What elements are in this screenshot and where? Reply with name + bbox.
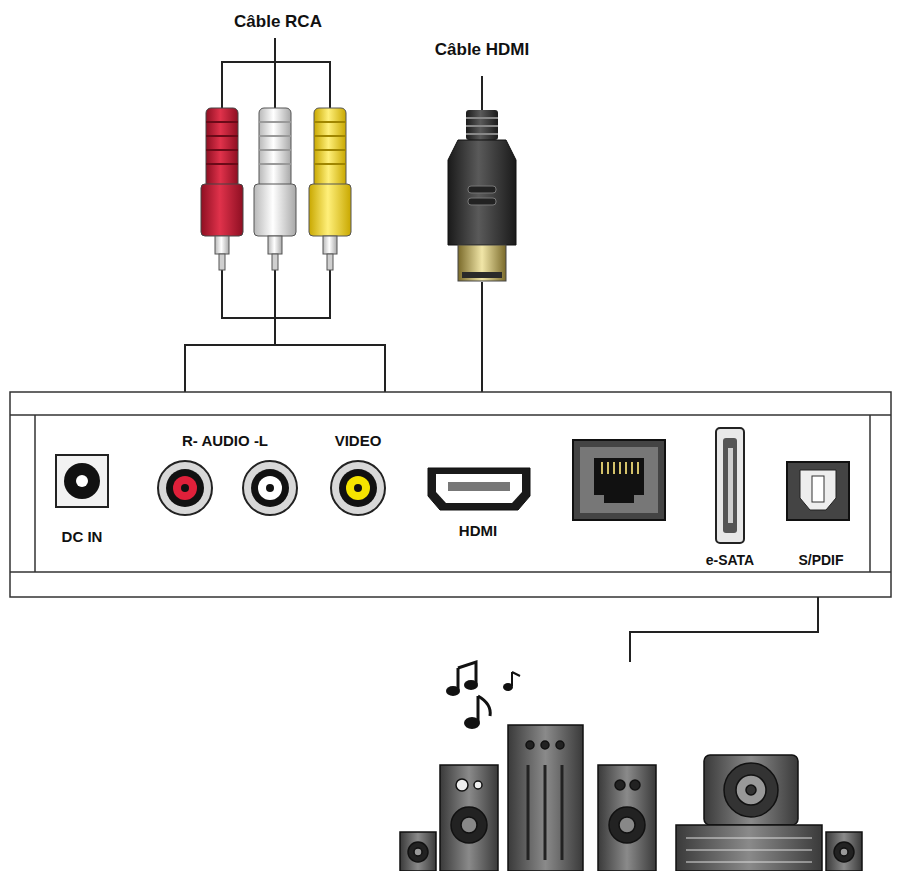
port-label: DC IN [62,528,103,545]
port-label: e-SATA [706,552,754,568]
port-label: S/PDIF [798,552,843,568]
port-label: R- AUDIO -L [182,432,268,449]
port-label: HDMI [459,522,497,539]
cable-label: Câble RCA [234,12,322,32]
port-label: VIDEO [335,432,382,449]
cable-label: Câble HDMI [435,40,529,60]
